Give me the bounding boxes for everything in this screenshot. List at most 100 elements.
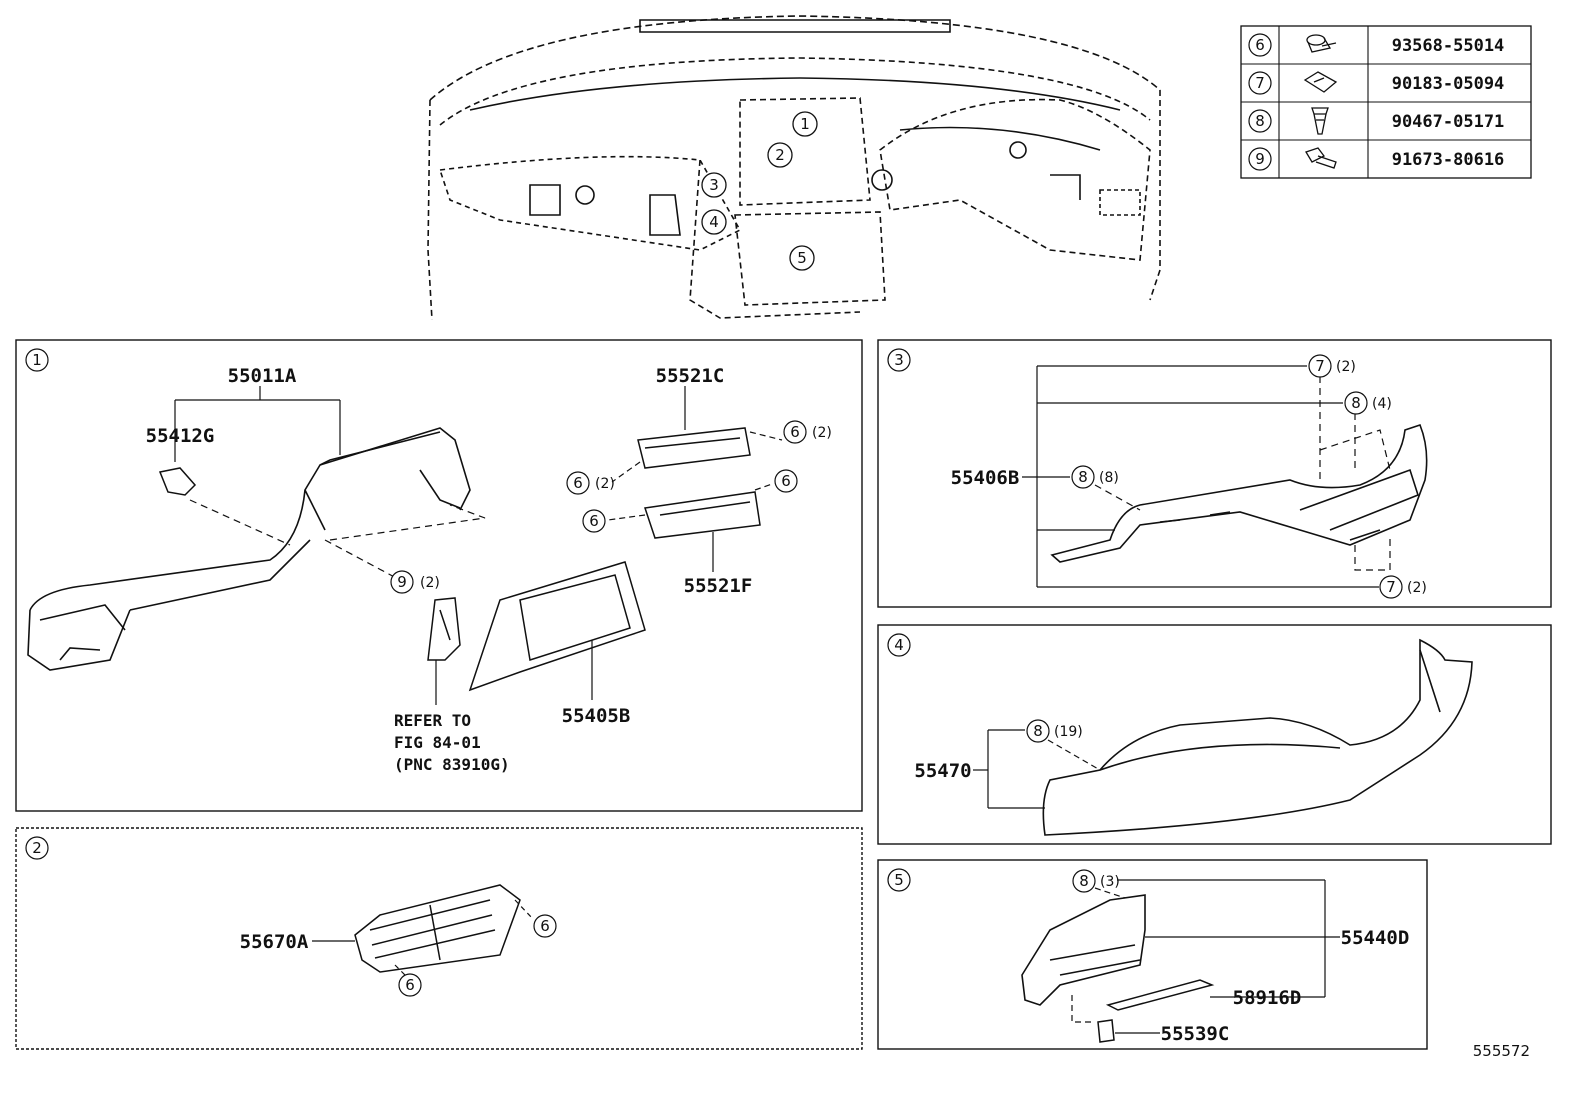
part-label-55406b: 55406B	[951, 467, 1020, 489]
table-row: 9 91673-80616	[1248, 147, 1505, 171]
overview-callout-4: 4	[701, 209, 727, 235]
overview-callout-2: 2	[767, 142, 793, 168]
overview-callout-3: 3	[701, 172, 727, 198]
ref-number: 7	[1255, 74, 1265, 92]
ref-number: 9	[1255, 150, 1265, 168]
table-row: 7 90183-05094	[1248, 71, 1505, 95]
part-number: 93568-55014	[1392, 36, 1505, 56]
part-label-55521f: 55521F	[684, 575, 753, 597]
fastener-table: 6 93568-55014 7 90183-05094 8	[1240, 25, 1532, 179]
part-label-55440d: 55440D	[1341, 927, 1410, 949]
panel-2: 2 55670A 6 6	[15, 827, 863, 1050]
ref-6-badge	[1248, 33, 1272, 57]
ref-7-badge	[1248, 71, 1272, 95]
fastener-callout-8	[1026, 719, 1050, 743]
panel-5: 5 8 (3) 55440D 58916D 55539C	[877, 859, 1428, 1050]
fastener-qty: (4)	[1372, 396, 1392, 412]
vent-part-55521f	[644, 491, 761, 539]
svg-text:5: 5	[797, 249, 807, 267]
ref-number: 8	[1255, 112, 1265, 130]
fastener-qty: (3)	[1100, 874, 1120, 890]
part-label-55405b: 55405B	[562, 705, 631, 727]
fastener-ref: 8	[1351, 394, 1361, 412]
svg-text:4: 4	[709, 213, 719, 231]
fastener-qty: (2)	[420, 575, 440, 591]
panel-number-badge	[25, 348, 49, 372]
panel-part-55405b	[468, 561, 646, 692]
duct-part-55440d	[1021, 894, 1146, 1006]
part-number: 91673-80616	[1392, 150, 1505, 170]
fastener-qty: (8)	[1099, 470, 1119, 486]
clip-icon	[1303, 71, 1338, 93]
reference-note-line2: FIG 84-01	[394, 733, 481, 752]
fastener-ref: 6	[589, 512, 599, 530]
fastener-callout-6	[582, 509, 606, 533]
cover-part-55470	[1042, 638, 1473, 836]
fastener-callout-6	[533, 914, 557, 938]
table-row: 6 93568-55014	[1248, 33, 1505, 57]
clip-part-55539c	[1097, 1019, 1115, 1043]
frame-part-55011a	[27, 427, 471, 671]
part-number: 90467-05171	[1392, 112, 1505, 132]
panel-number-badge	[25, 836, 49, 860]
panel-number-badge	[887, 868, 911, 892]
vent-part-55670a	[354, 884, 521, 973]
fastener-ref: 7	[1315, 357, 1325, 375]
figure-code: 555572	[1473, 1042, 1530, 1060]
bracket-part	[427, 597, 461, 661]
fastener-callout-7	[1379, 575, 1403, 599]
part-label-55412g: 55412G	[146, 425, 215, 447]
part-label-55539c: 55539C	[1161, 1023, 1230, 1045]
fastener-ref: 9	[397, 573, 407, 591]
fastener-callout-8	[1071, 465, 1095, 489]
fastener-ref: 6	[405, 976, 415, 994]
screw-icon	[1306, 34, 1337, 53]
part-label-55011a: 55011A	[228, 365, 297, 387]
fastener-qty: (2)	[1407, 580, 1427, 596]
fastener-qty: (2)	[812, 425, 832, 441]
part-label-58916d: 58916D	[1233, 987, 1302, 1009]
seal-part-58916d	[1105, 979, 1215, 1011]
fastener-qty: (2)	[1336, 359, 1356, 375]
clip-part-55412g	[158, 467, 197, 496]
panel-4: 4 55470 8 (19)	[877, 624, 1552, 845]
table-row: 8 90467-05171	[1248, 107, 1505, 135]
bolt-icon	[1305, 147, 1337, 169]
fastener-qty: (19)	[1054, 724, 1083, 740]
reference-note-line3: (PNC 83910G)	[394, 755, 510, 774]
panel-number: 2	[32, 839, 42, 857]
part-label-55521c: 55521C	[656, 365, 725, 387]
fastener-callout-8	[1344, 391, 1368, 415]
panel-number: 1	[32, 351, 42, 369]
reference-note-line1: REFER TO	[394, 711, 471, 730]
fastener-callout-6	[783, 420, 807, 444]
fastener-callout-8	[1072, 869, 1096, 893]
trim-part-55406b	[1050, 424, 1428, 563]
overview-callout-5: 5	[789, 245, 815, 271]
vent-part-55521c	[637, 427, 751, 469]
fastener-qty: (2)	[595, 476, 615, 492]
panel-3: 3 55406B 7 (2) 8 (4) 8 (8) 7 (2)	[877, 339, 1552, 608]
svg-text:2: 2	[775, 146, 785, 164]
svg-text:3: 3	[709, 176, 719, 194]
ref-9-badge	[1248, 147, 1272, 171]
panel-number: 4	[894, 636, 904, 654]
fastener-callout-7	[1308, 354, 1332, 378]
fastener-callout-6	[774, 469, 798, 493]
panel-1: 1 55011A 55412G 9 (2)	[15, 339, 863, 812]
overview-callout-1: 1	[792, 111, 818, 137]
fastener-ref: 6	[573, 474, 583, 492]
fastener-callout-9	[390, 570, 414, 594]
part-label-55470: 55470	[914, 760, 971, 782]
part-number: 90183-05094	[1392, 74, 1505, 94]
panel-number-badge	[887, 348, 911, 372]
dashboard-overview	[427, 15, 1161, 321]
fastener-ref: 6	[790, 423, 800, 441]
push-clip-icon	[1311, 107, 1329, 135]
panel-number: 3	[894, 351, 904, 369]
fastener-callout-6	[398, 973, 422, 997]
fastener-ref: 6	[540, 917, 550, 935]
panel-number: 5	[894, 871, 904, 889]
